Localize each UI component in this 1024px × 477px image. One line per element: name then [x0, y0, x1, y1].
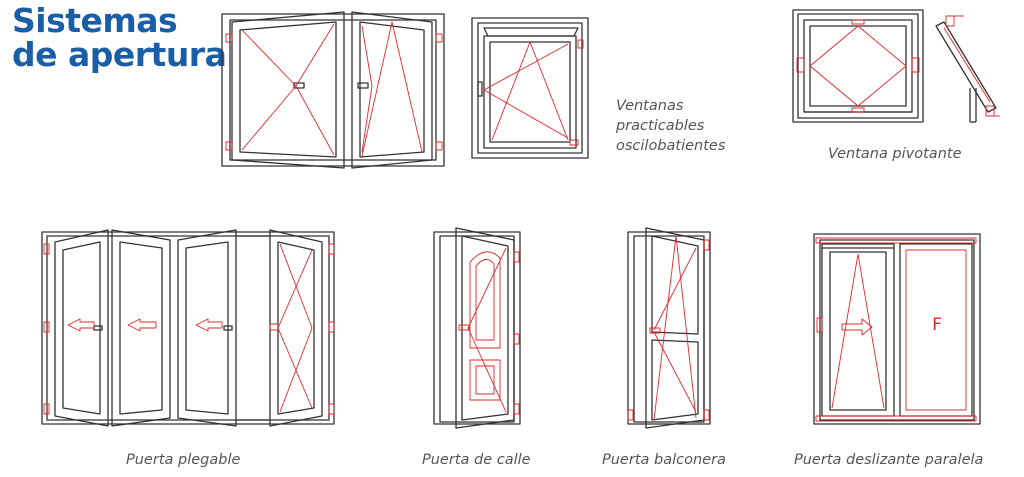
pivot-window-drawing	[792, 9, 1000, 123]
caption-puerta-de-calle: Puerta de calle	[422, 452, 531, 468]
tilt-turn-window-drawing	[471, 17, 589, 159]
caption-puerta-deslizante: Puerta deslizante paralela	[794, 452, 984, 468]
title-line-1: Sistemas	[12, 1, 178, 40]
caption-line-1: Ventanas	[616, 98, 684, 114]
page-title: Sistemas de apertura	[12, 1, 227, 74]
entrance-door-drawing	[433, 227, 521, 429]
caption-puerta-balconera: Puerta balconera	[602, 452, 726, 468]
caption-puerta-plegable: Puerta plegable	[126, 452, 241, 468]
folding-door-drawing	[41, 229, 335, 427]
balcony-door-drawing	[627, 227, 711, 429]
casement-window-double-drawing	[221, 11, 445, 169]
sliding-door-drawing	[813, 233, 981, 425]
caption-line-3: oscilobatientes	[616, 138, 726, 154]
fixed-pane-label: F	[932, 315, 942, 335]
caption-ventanas-practicables: Ventanas practicables oscilobatientes	[616, 96, 725, 156]
caption-line-2: practicables	[616, 118, 705, 134]
title-line-2: de apertura	[12, 35, 227, 74]
caption-ventana-pivotante: Ventana pivotante	[828, 146, 962, 162]
